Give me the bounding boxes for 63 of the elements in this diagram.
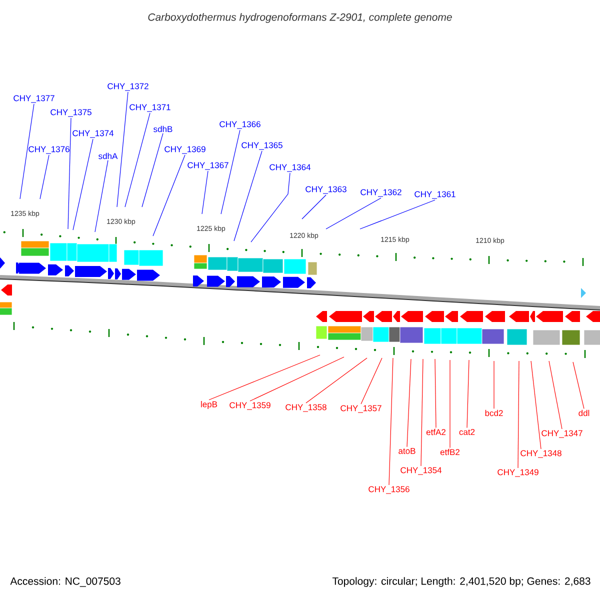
gene-label: CHY_1371 xyxy=(130,104,170,112)
gene-label: CHY_1348 xyxy=(520,450,562,458)
gene-label: CHY_1374 xyxy=(72,130,114,138)
gene-label: CHY_1376 xyxy=(28,146,70,154)
gene-label: etfA2 xyxy=(426,428,446,436)
gene-label: CHY_1356 xyxy=(368,486,410,494)
leader-line xyxy=(202,170,208,214)
gene-label: CHY_1365 xyxy=(242,142,282,150)
gene-label: sdhA xyxy=(98,152,118,160)
gene-label: CHY_1363 xyxy=(306,186,346,194)
leader-line xyxy=(234,150,262,242)
leader-line xyxy=(530,360,542,450)
leader-line xyxy=(326,198,382,230)
gene-label: CHY_1347 xyxy=(542,430,582,438)
gene-label: lepB xyxy=(201,401,218,409)
gene-label: CHY_1377 xyxy=(14,95,54,103)
gene-label: cat2 xyxy=(459,429,475,435)
leader-line xyxy=(40,154,50,200)
leader-line xyxy=(518,360,520,468)
gene-label: CHY_1366 xyxy=(220,121,260,129)
leader-line xyxy=(434,358,436,428)
leader-line xyxy=(116,92,128,208)
gene-label: bcd2 xyxy=(485,410,503,416)
genome-info-label: Topology: circular; Length: 2,401,520 bp; Genes: 2,683 xyxy=(332,577,590,587)
leader-line xyxy=(250,172,290,242)
gene-label: CHY_1349 xyxy=(498,469,538,477)
gene-label: CHY_1357 xyxy=(340,405,382,413)
gene-label: CHY_1354 xyxy=(400,467,442,475)
gene-label: CHY_1359 xyxy=(230,402,270,410)
leader-line xyxy=(306,358,368,404)
leader-line xyxy=(466,360,470,428)
leader-line xyxy=(406,358,412,448)
leader-line xyxy=(360,358,382,404)
gene-label: CHY_1372 xyxy=(108,83,148,91)
gene-label: CHY_1361 xyxy=(414,191,456,199)
leader-line xyxy=(572,362,584,409)
leader-line xyxy=(388,358,394,486)
leader-line xyxy=(20,104,34,200)
leader-line xyxy=(302,194,326,220)
leader-line xyxy=(72,138,94,230)
leader-line xyxy=(420,358,424,466)
leader-line xyxy=(208,354,320,400)
leader-line xyxy=(68,118,72,230)
leader-line xyxy=(94,160,108,232)
accession-label: Accession: NC_007503 xyxy=(10,577,120,587)
gene-label: etfB2 xyxy=(440,448,460,456)
title: Carboxydothermus hydrogenoformans Z-2901, complete genome xyxy=(148,13,452,23)
gene-label: ddl xyxy=(578,410,590,416)
gene-label: CHY_1375 xyxy=(50,109,92,117)
leader-line xyxy=(360,200,436,230)
gene-label: sdhB xyxy=(154,126,172,132)
leader-line xyxy=(124,112,150,208)
gene-label: CHY_1367 xyxy=(188,162,228,170)
leader-line xyxy=(548,360,562,430)
leader-line xyxy=(220,130,240,214)
leader-line xyxy=(152,154,186,236)
leader-line xyxy=(250,356,344,402)
gene-label: CHY_1369 xyxy=(164,146,206,154)
gene-label: CHY_1362 xyxy=(360,189,402,197)
gene-label: atoB xyxy=(398,448,416,454)
gene-label: CHY_1364 xyxy=(270,164,311,172)
leader-line xyxy=(142,133,164,208)
gene-label: CHY_1358 xyxy=(286,404,326,412)
